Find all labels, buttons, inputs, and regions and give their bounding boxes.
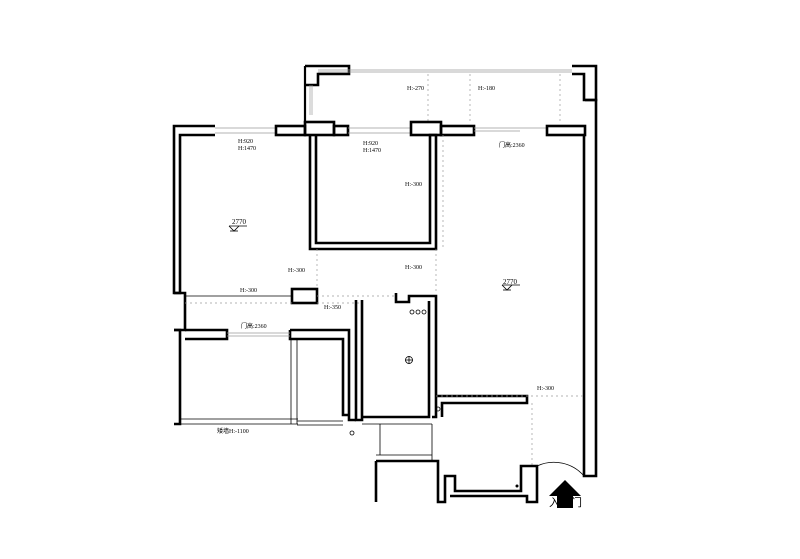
label-elevation-right: 2770 — [503, 278, 518, 286]
bedroom-2-walls — [308, 133, 438, 251]
entry-walls — [374, 394, 585, 504]
balcony-walls — [303, 64, 598, 123]
opening-lines — [316, 135, 444, 293]
label-h-balcony-left: H:-270 — [407, 86, 424, 92]
exterior-walls — [172, 98, 598, 478]
label-h-bedroom2: H:-300 — [405, 182, 422, 188]
label-entry-door: 入户门 — [549, 495, 582, 509]
label-h-corridor-left: H:-300 — [288, 268, 305, 274]
center-walls — [185, 287, 441, 436]
label-window-h-2: H:920 — [363, 141, 378, 147]
label-door-height-top: 门高:2360 — [499, 141, 525, 149]
elevation-marker-right — [501, 284, 520, 291]
label-low-wall-height: 矮墙H:-1100 — [217, 427, 249, 435]
label-h-balcony-right: H:-180 — [478, 86, 495, 92]
label-door-height-left: 门高:2360 — [241, 322, 267, 330]
label-h-bedroom1-bottom: H:-300 — [240, 288, 257, 294]
elevation-marker-left — [228, 225, 247, 232]
label-h-bath-top: H:-350 — [324, 305, 341, 311]
label-elevation-left: 2770 — [232, 218, 247, 226]
label-h-corridor-mid: H:-300 — [405, 265, 422, 271]
label-window-h-2b: H:1470 — [363, 148, 381, 154]
entry-arrow-icon — [549, 480, 581, 508]
label-window-h-1: H:920 — [238, 139, 253, 145]
label-h-living-bottom: H:-300 — [537, 386, 554, 392]
label-window-h-1b: H:1470 — [238, 146, 256, 152]
